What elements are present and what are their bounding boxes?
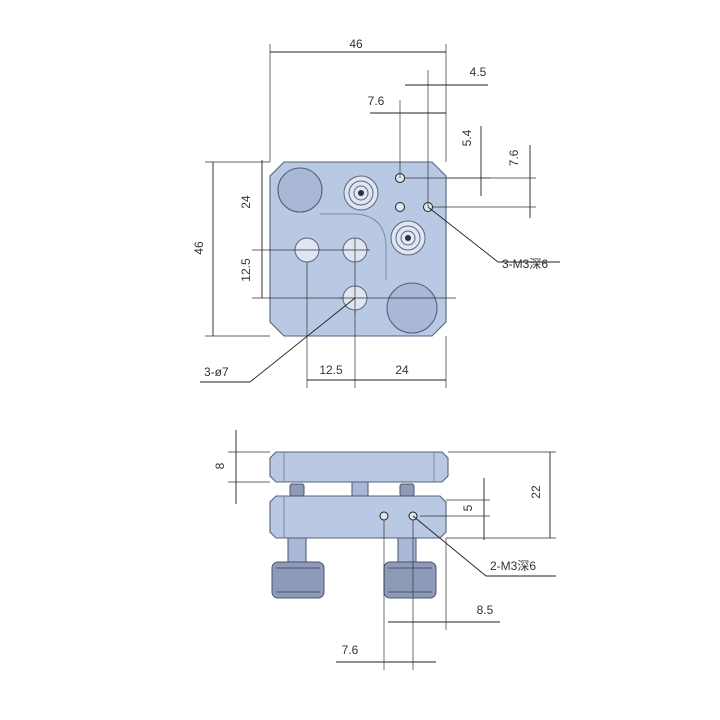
dim-hole-spacing-x: 7.6 [368, 94, 385, 108]
dim-bottom-left: 12.5 [319, 363, 343, 377]
callout-through-holes: 3-ø7 [204, 365, 229, 379]
tapped-feature-2 [390, 220, 426, 256]
m3-hole-2 [395, 202, 405, 212]
counterbore-bottom-right [386, 282, 438, 334]
tapped-feature-1 [343, 175, 379, 211]
callout-side-tapped-holes: 2-M3深6 [490, 559, 536, 573]
callout-tapped-holes: 3-M3深6 [502, 257, 548, 271]
dim-total-height: 22 [529, 485, 543, 499]
dim-hole-spacing: 7.6 [342, 643, 359, 657]
dim-height-total: 46 [192, 241, 206, 255]
dim-hole-offset-y: 5.4 [460, 129, 474, 146]
dim-plate-thickness: 8 [213, 462, 227, 469]
set-screw-left [289, 483, 305, 497]
adjuster-shaft-left [287, 537, 307, 563]
side-m3-hole-1 [379, 511, 389, 521]
side-center-post [351, 481, 369, 497]
dim-width-total: 46 [349, 37, 363, 51]
dim-bottom-right: 24 [395, 363, 409, 377]
dim-hole-height: 5 [461, 504, 475, 511]
top-boss-outline [320, 213, 387, 280]
dim-lower-height: 12.5 [239, 258, 253, 282]
adjuster-knob-left [271, 561, 325, 599]
side-view: 8 22 5 2-M3深6 8.5 7.6 [213, 430, 556, 670]
counterbore-top-left [277, 167, 323, 213]
side-top-plate [269, 451, 449, 483]
dim-edge-offset: 4.5 [470, 65, 487, 79]
top-view: 46 4.5 7.6 5.4 7.6 3-M3深6 46 24 [192, 37, 560, 388]
set-screw-right [399, 483, 415, 497]
side-bottom-block [269, 495, 447, 539]
dim-upper-height: 24 [239, 195, 253, 209]
adjuster-knob-right [383, 561, 437, 599]
dim-offset-right: 8.5 [477, 603, 494, 617]
dim-hole-spacing-y: 7.6 [507, 149, 521, 166]
